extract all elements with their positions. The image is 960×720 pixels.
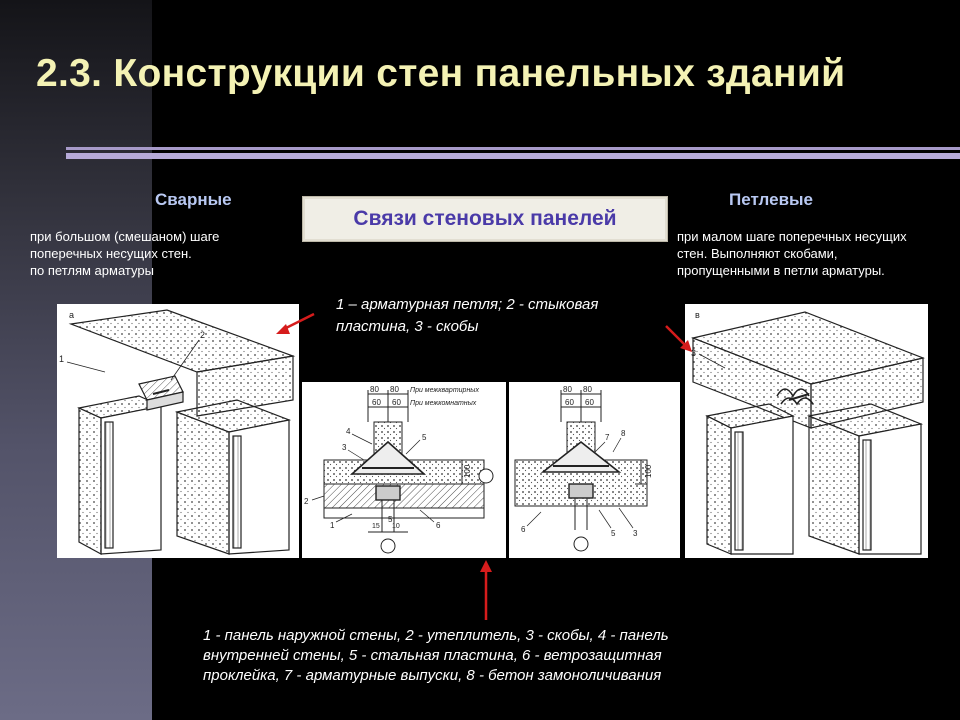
callout-label: 2 xyxy=(200,330,205,340)
section-drawing-2: 80 80 60 60 100 7 8 6 5 3 xyxy=(509,382,680,558)
loop-joint-drawing: в 3 xyxy=(685,304,928,558)
section-2-svg: 80 80 60 60 100 7 8 6 5 3 xyxy=(514,385,653,552)
callout-label: 7 xyxy=(605,433,610,442)
callout-label: 3 xyxy=(342,443,347,452)
dim-label: 80 xyxy=(370,385,379,394)
dim-label: 60 xyxy=(585,398,594,407)
dim-label: 80 xyxy=(583,385,592,394)
dim-label: 15 xyxy=(372,523,380,530)
callout-label: 5 xyxy=(422,433,427,442)
dim-label: 60 xyxy=(372,398,381,407)
right-heading: Петлевые xyxy=(729,190,814,209)
title-rule-thin xyxy=(66,147,960,150)
center-caption-line: 1 – арматурная петля; 2 - стыковая xyxy=(336,296,599,313)
center-caption-line: пластина, 3 - скобы xyxy=(336,318,479,335)
callout-label: 2 xyxy=(304,497,309,506)
callout-label: 1 xyxy=(330,521,335,530)
left-note: при большом (смешаном) шаге поперечных н… xyxy=(30,228,280,279)
welded-joint-svg: а 1 2 xyxy=(59,309,296,556)
callout-label: 5 xyxy=(611,529,616,538)
dim-note: При межквартирных xyxy=(410,387,479,394)
left-heading: Сварные xyxy=(155,190,232,209)
right-note-line: стен. Выполняют скобами, xyxy=(677,246,838,261)
center-title-box: Связи стеновых панелей xyxy=(302,196,668,242)
section-1-svg: 80 80 60 60 При межквартирных При межком… xyxy=(304,385,494,554)
callout-label: 6 xyxy=(436,521,441,530)
callout-label: 8 xyxy=(621,429,626,438)
right-note-line: пропущенными в петли арматуры. xyxy=(677,263,885,278)
dim-label: 80 xyxy=(563,385,572,394)
dim-label: 10 xyxy=(392,523,400,530)
dim-label: 100 xyxy=(463,464,472,478)
right-note-line: при малом шаге поперечных несущих xyxy=(677,229,907,244)
dim-note: При межкомнатных xyxy=(410,400,477,407)
callout-label: 3 xyxy=(691,348,696,358)
dim-label: 80 xyxy=(390,385,399,394)
arrow-to-left-drawing-icon xyxy=(276,312,315,334)
fig-letter-a: а xyxy=(69,310,74,320)
legend-line: внутренней стены, 5 - стальная пластина,… xyxy=(203,647,662,664)
callout-label: 1 xyxy=(59,354,64,364)
center-caption: 1 – арматурная петля; 2 - стыковая пласт… xyxy=(336,294,676,338)
left-note-line: при большом (смешаном) шаге xyxy=(30,229,220,244)
arrow-up-icon xyxy=(480,560,492,620)
callout-label: 4 xyxy=(346,427,351,436)
left-note-line: поперечных несущих стен. xyxy=(30,246,192,261)
title-rule-thick xyxy=(66,153,960,159)
legend-line: 1 - панель наружной стены, 2 - утеплител… xyxy=(203,627,669,644)
callout-label: 3 xyxy=(633,529,638,538)
dim-label: 100 xyxy=(644,464,653,478)
section-drawing-1: 80 80 60 60 При межквартирных При межком… xyxy=(302,382,506,558)
legend-line: проклейка, 7 - арматурные выпуски, 8 - б… xyxy=(203,667,662,684)
fig-letter-v: в xyxy=(695,310,700,320)
arrow-to-right-drawing-icon xyxy=(665,325,692,352)
dim-label: 60 xyxy=(565,398,574,407)
center-title: Связи стеновых панелей xyxy=(353,207,617,230)
callout-label: 6 xyxy=(521,525,526,534)
left-note-line: по петлям арматуры xyxy=(30,263,154,278)
right-note: при малом шаге поперечных несущих стен. … xyxy=(677,228,959,279)
legend-caption: 1 - панель наружной стены, 2 - утеплител… xyxy=(203,626,823,686)
callout-label: 5 xyxy=(388,515,393,524)
slide-title: 2.3. Конструкции стен панельных зданий xyxy=(36,52,846,95)
loop-joint-svg: в 3 xyxy=(690,310,926,555)
dim-label: 60 xyxy=(392,398,401,407)
welded-joint-drawing: а 1 2 xyxy=(57,304,299,558)
